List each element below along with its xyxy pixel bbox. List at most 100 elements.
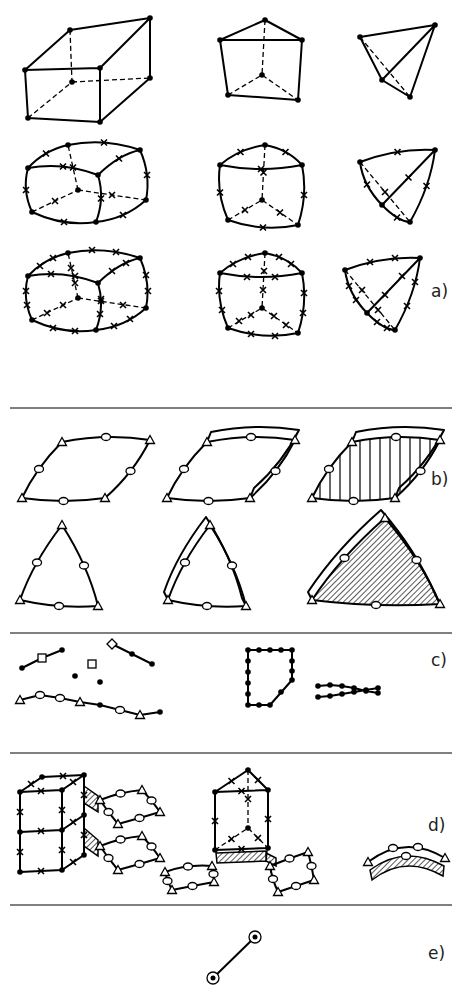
cubic-prism bbox=[261, 268, 267, 274]
linear-hexahedron bbox=[69, 79, 75, 85]
prism-shell-transition bbox=[265, 845, 271, 851]
cubic-hexahedron bbox=[50, 325, 56, 331]
prism-shell-transition bbox=[270, 852, 314, 892]
quadratic-prism bbox=[217, 142, 307, 230]
quadratic-prism bbox=[242, 207, 248, 213]
cubic-prism bbox=[216, 250, 307, 339]
boundary-element bbox=[278, 647, 284, 653]
line-elements bbox=[116, 707, 125, 714]
prism-shell-transition bbox=[168, 886, 177, 894]
solid-shell-transition bbox=[17, 809, 23, 815]
linear-hexahedron bbox=[22, 15, 153, 125]
boundary-element bbox=[256, 702, 262, 708]
cubic-prism bbox=[272, 274, 278, 280]
label-slot: d) bbox=[428, 816, 445, 835]
interface-element bbox=[327, 693, 333, 699]
quadratic-tetrahedron bbox=[395, 149, 401, 155]
cubic-hexahedron bbox=[37, 263, 43, 269]
quadratic-hexahedron bbox=[98, 196, 104, 202]
triangle-shell-hatched bbox=[308, 510, 445, 609]
label-slot: b) bbox=[431, 470, 448, 489]
cubic-prism bbox=[216, 288, 222, 294]
line-elements bbox=[149, 661, 155, 667]
cubic-prism bbox=[236, 318, 242, 324]
prism-shell-transition bbox=[245, 796, 251, 802]
cubic-hexahedron bbox=[68, 265, 74, 271]
cubic-hexahedron bbox=[23, 247, 151, 334]
cubic-hexahedron bbox=[123, 260, 129, 266]
line-elements bbox=[76, 698, 85, 706]
prism-shell-transition bbox=[212, 789, 218, 795]
solid-shell-transition bbox=[17, 869, 23, 875]
boundary-element bbox=[278, 689, 284, 695]
solid-shell-transition bbox=[81, 852, 87, 858]
line-elements bbox=[38, 654, 46, 662]
boundary-element bbox=[248, 650, 292, 705]
quadratic-prism bbox=[217, 142, 305, 228]
cubic-tetrahedron bbox=[359, 287, 365, 293]
linear-tetrahedron bbox=[407, 94, 413, 100]
solid-shell-transition bbox=[59, 827, 65, 833]
boundary-element bbox=[245, 702, 251, 708]
cubic-hexahedron bbox=[44, 310, 50, 316]
curved-shell-transition bbox=[441, 854, 450, 862]
triangle-shell-hatched bbox=[436, 600, 445, 608]
quadratic-prism bbox=[301, 192, 307, 198]
linear-prism bbox=[299, 37, 305, 43]
cubic-hexahedron bbox=[98, 298, 104, 304]
triangle-shell-hatched bbox=[308, 596, 317, 604]
prism-shell-transition bbox=[307, 863, 316, 870]
quadratic-hexahedron bbox=[144, 172, 150, 178]
line-elements bbox=[88, 660, 96, 668]
cubic-hexahedron bbox=[72, 328, 78, 334]
linear-hexahedron bbox=[67, 27, 73, 33]
prism-shell-transition bbox=[215, 770, 268, 850]
section-divider bbox=[10, 905, 452, 906]
quad-shell-thick bbox=[163, 427, 300, 505]
cubic-hexahedron bbox=[24, 302, 30, 308]
cubic-tetrahedron bbox=[375, 307, 381, 313]
linear-prism bbox=[220, 20, 302, 100]
prism-shell-transition bbox=[255, 835, 261, 841]
spring-element bbox=[213, 937, 255, 978]
cubic-tetrahedron bbox=[374, 319, 380, 325]
cubic-prism bbox=[301, 290, 307, 296]
quadratic-prism bbox=[277, 210, 283, 216]
triangle-shell-hatched bbox=[412, 557, 421, 564]
boundary-element bbox=[245, 669, 251, 675]
cubic-tetrahedron bbox=[342, 255, 423, 333]
prism-shell-transition bbox=[285, 855, 294, 862]
panel-letter: e) bbox=[428, 944, 445, 963]
linear-hexahedron bbox=[97, 65, 103, 71]
cubic-hexahedron bbox=[113, 249, 119, 255]
linear-prism bbox=[262, 17, 268, 23]
linear-tetrahedron bbox=[360, 37, 410, 97]
solid-shell-transition bbox=[17, 849, 23, 855]
cubic-prism bbox=[244, 274, 250, 280]
solid-shell-transition bbox=[96, 832, 165, 874]
cubic-tetrahedron bbox=[404, 303, 410, 309]
boundary-element bbox=[245, 658, 251, 664]
cubic-prism bbox=[260, 287, 266, 293]
cubic-hexahedron bbox=[145, 288, 151, 294]
interface-element bbox=[363, 688, 369, 694]
cubic-prism bbox=[276, 254, 282, 260]
curved-shell-transition bbox=[402, 853, 411, 860]
prism-shell-transition bbox=[255, 777, 261, 783]
section-divider bbox=[10, 633, 452, 634]
cubic-prism bbox=[245, 254, 251, 260]
quadratic-tetrahedron bbox=[357, 147, 438, 225]
panel-letter: d) bbox=[428, 816, 445, 835]
prism-shell-transition bbox=[274, 888, 283, 896]
prism-shell-transition bbox=[229, 836, 235, 842]
cubic-tetrahedron bbox=[342, 255, 423, 333]
interface-element bbox=[318, 685, 378, 697]
interface-element bbox=[315, 683, 321, 689]
line-elements bbox=[16, 639, 163, 719]
linear-prism bbox=[217, 37, 223, 43]
cubic-prism bbox=[248, 331, 254, 337]
linear-prism bbox=[228, 20, 298, 100]
curved-shell-transition bbox=[414, 844, 423, 851]
boundary-element bbox=[245, 691, 251, 697]
